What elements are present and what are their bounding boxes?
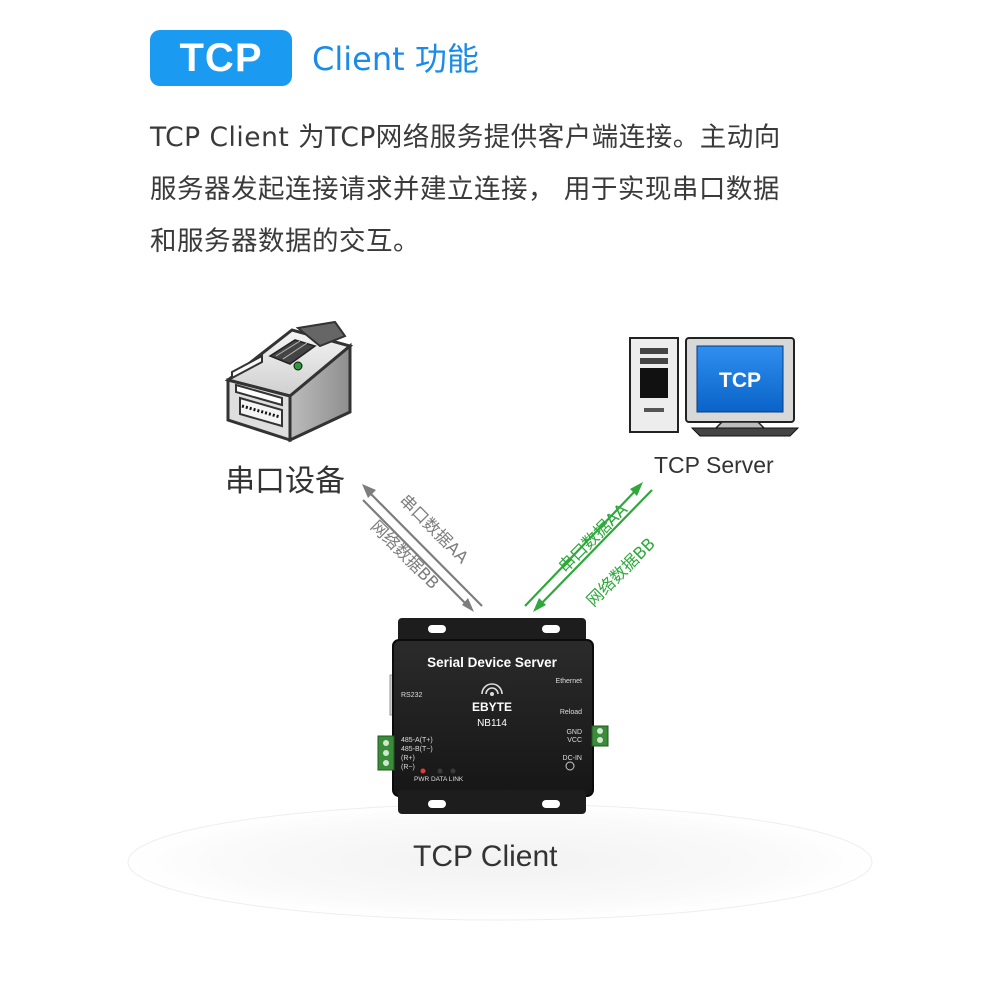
port-rminus: (R−) [401, 764, 415, 771]
led-labels: PWR DATA LINK [414, 776, 464, 783]
port-rs232: RS232 [401, 692, 423, 699]
monitor-text: TCP [719, 369, 761, 392]
port-dcin: DC-IN [563, 755, 582, 762]
device-model: NB114 [477, 718, 507, 729]
printer-icon [224, 320, 354, 443]
description-line: 和服务器数据的交互。 [150, 226, 420, 257]
right-arrows [524, 482, 653, 612]
port-reload: Reload [560, 709, 582, 716]
tcp-badge: TCP [150, 30, 292, 86]
left-arrows [362, 484, 483, 612]
port-gnd: GND [566, 729, 582, 736]
port-ethernet: Ethernet [556, 678, 583, 685]
port-485b: 485-B(T−) [401, 746, 433, 753]
tcp-server-label: TCP Server [654, 452, 774, 478]
device-title: Serial Device Server [427, 655, 558, 670]
tcp-client-label: TCP Client [413, 840, 558, 873]
device-brand: EBYTE [472, 700, 512, 714]
description: TCP Client 为TCP网络服务提供客户端连接。主动向 服务器发起连接请求… [150, 112, 870, 268]
description-line: 服务器发起连接请求并建立连接， 用于实现串口数据 [150, 174, 780, 205]
serial-device-server [377, 618, 609, 814]
port-rplus: (R+) [401, 755, 415, 762]
description-line: TCP Client 为TCP网络服务提供客户端连接。主动向 [150, 122, 781, 153]
port-485a: 485-A(T+) [401, 737, 433, 744]
page-title: Client 功能 [312, 40, 479, 78]
serial-device-label: 串口设备 [225, 464, 345, 499]
computer-icon [629, 337, 800, 437]
port-vcc: VCC [567, 737, 582, 744]
